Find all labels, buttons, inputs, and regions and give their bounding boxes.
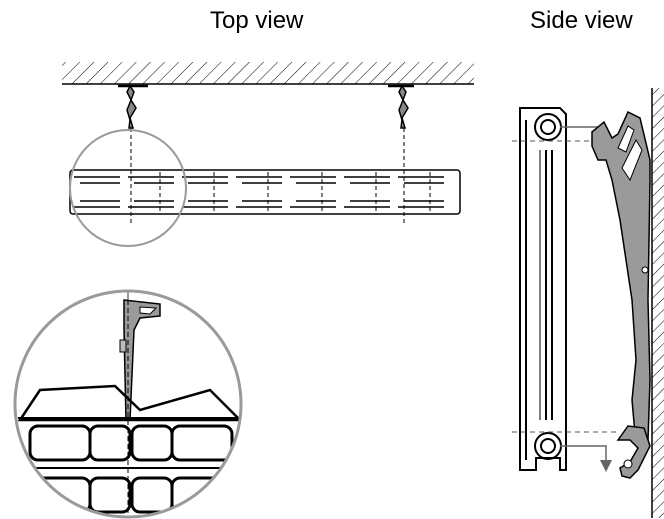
bracket-right	[388, 84, 414, 129]
top-view	[62, 62, 474, 247]
wall-bracket-side	[591, 110, 651, 479]
magnifier-circle	[69, 129, 187, 247]
bracket-left	[118, 84, 148, 129]
detail-view	[13, 289, 243, 519]
top-view-label: Top view	[210, 7, 304, 34]
side-view	[512, 88, 664, 518]
side-wall-hatch	[652, 88, 664, 518]
mount-arrow-bottom	[560, 445, 612, 472]
radiator-top-view	[69, 169, 461, 215]
wall-hatch	[62, 62, 474, 84]
radiator-side-view	[519, 107, 567, 471]
detail-circle	[13, 289, 243, 519]
side-view-label: Side view	[530, 7, 633, 34]
